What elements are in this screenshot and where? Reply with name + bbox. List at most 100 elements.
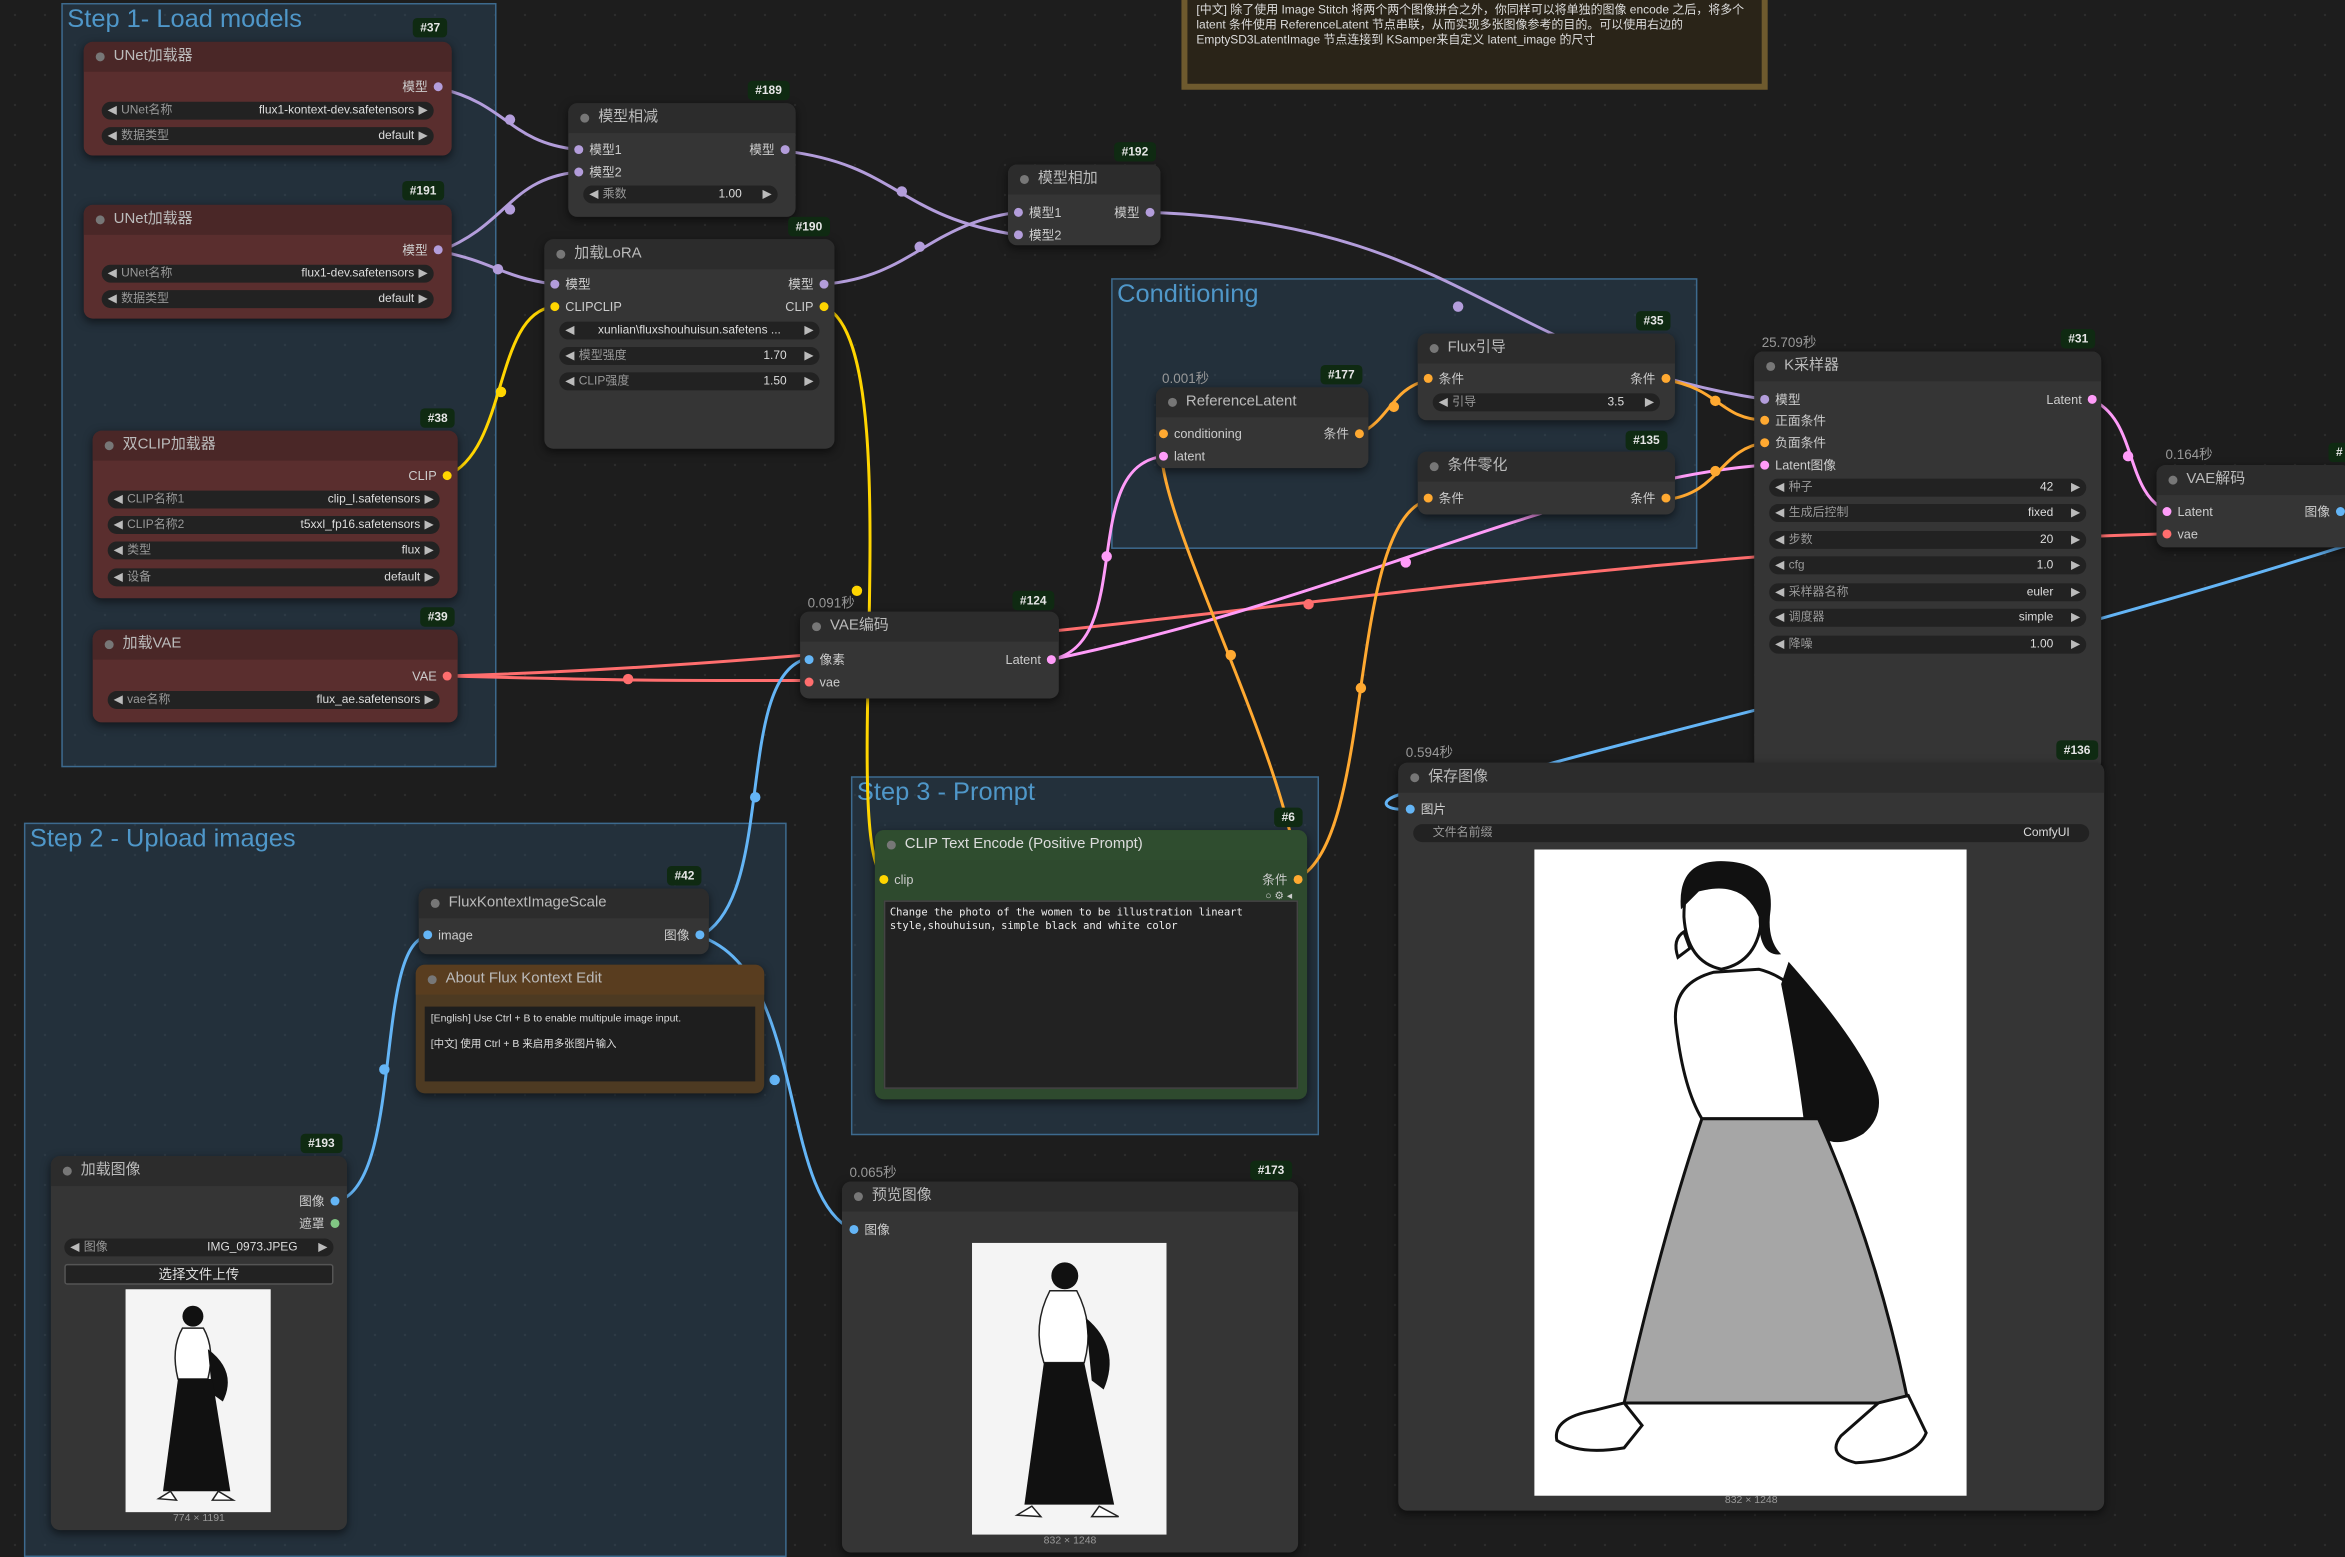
note-multi-reference[interactable]: [中文] 除了使用 Image Stitch 将两个两个图像拼合之外，你同样可以… [1181, 0, 1768, 90]
timer-preview-image: 0.065秒 [849, 1165, 897, 1181]
node-conditioning-zero-out[interactable]: 条件零化 条件 条件 [1417, 451, 1675, 515]
output-clip[interactable]: CLIP [785, 299, 829, 315]
input-latent[interactable]: latent [1159, 449, 1205, 465]
output-model[interactable]: 模型 [402, 242, 443, 258]
input-model1[interactable]: 模型1 [1013, 205, 1061, 221]
input-clip[interactable]: CLIPCLIP [550, 299, 622, 315]
note-about-flux-kontext-edit-body: [English] Use Ctrl + B to enable multipu… [424, 1006, 756, 1082]
note-about-flux-kontext-edit[interactable]: About Flux Kontext Edit [English] Use Ct… [415, 964, 765, 1094]
node-flux-kontext-image-scale[interactable]: FluxKontextImageScale image 图像 [418, 888, 709, 955]
output-vae[interactable]: VAE [412, 669, 452, 685]
input-image[interactable]: image [423, 927, 473, 943]
output-model[interactable]: 模型 [402, 79, 443, 95]
input-pixels[interactable]: 像素 [804, 652, 845, 668]
prompt-textarea[interactable]: Change the photo of the women to be illu… [883, 900, 1299, 1089]
output-image[interactable]: 图像 [299, 1194, 340, 1210]
output-conditioning[interactable]: 条件 [1630, 491, 1671, 507]
badge-node-42: #42 [666, 866, 702, 886]
input-images[interactable]: 图片 [1405, 802, 1446, 818]
node-preview-image[interactable]: 预览图像 图像 832 × 1248 [841, 1181, 1299, 1553]
input-vae[interactable]: vae [2162, 526, 2198, 542]
output-mask[interactable]: 遮罩 [299, 1216, 340, 1232]
input-model1[interactable]: 模型1 [574, 142, 622, 158]
output-image[interactable]: 图像 [2305, 504, 2345, 520]
output-conditioning[interactable]: 条件 [1262, 872, 1303, 888]
link-vae-vaeencode [447, 674, 810, 683]
input-conditioning[interactable]: conditioning [1159, 426, 1242, 442]
badge-node-124: #124 [1012, 590, 1055, 611]
prompt-toolbar-icons[interactable]: ○ ⚙ ◂ [1265, 891, 1293, 902]
input-latent-image[interactable]: Latent图像 [1760, 458, 1836, 474]
input-conditioning[interactable]: 条件 [1423, 491, 1464, 507]
output-clip[interactable]: CLIP [408, 468, 452, 484]
node-flux-kontext-image-scale-title: FluxKontextImageScale [418, 888, 709, 919]
output-model[interactable]: 模型 [788, 277, 829, 293]
input-conditioning[interactable]: 条件 [1423, 371, 1464, 387]
output-image[interactable]: 图像 [664, 927, 705, 943]
node-conditioning-zero-out-title: 条件零化 [1417, 451, 1675, 482]
node-vae-decode-title: VAE解码 [2156, 465, 2345, 496]
input-images[interactable]: 图像 [849, 1222, 890, 1238]
output-latent[interactable]: Latent [2046, 392, 2097, 408]
output-latent[interactable]: Latent [1006, 652, 1056, 668]
node-load-image-title: 加载图像 [50, 1156, 347, 1187]
input-negative[interactable]: 负面条件 [1760, 435, 1826, 451]
input-model2[interactable]: 模型2 [1013, 227, 1061, 243]
output-conditioning[interactable]: 条件 [1323, 426, 1364, 442]
input-positive[interactable]: 正面条件 [1760, 413, 1826, 429]
node-model-add[interactable]: 模型相加 模型1 模型2 模型 [1007, 164, 1161, 246]
input-clip[interactable]: clip [879, 872, 913, 888]
node-vae-decode[interactable]: VAE解码 Latent vae 图像 [2156, 465, 2345, 548]
input-latent[interactable]: Latent [2162, 504, 2213, 520]
input-vae[interactable]: vae [804, 675, 840, 691]
node-flux-guidance-title: Flux引导 [1417, 333, 1675, 364]
input-model[interactable]: 模型 [550, 277, 591, 293]
output-conditioning[interactable]: 条件 [1630, 371, 1671, 387]
node-clip-text-encode-positive[interactable]: CLIP Text Encode (Positive Prompt) clip … [874, 830, 1308, 1100]
node-reference-latent[interactable]: ReferenceLatent conditioning latent 条件 [1156, 387, 1369, 469]
group-step2-title: Step 2 - Upload images [29, 824, 296, 853]
node-model-add-title: 模型相加 [1007, 164, 1161, 195]
output-model[interactable]: 模型 [749, 142, 790, 158]
badge-node-135: #135 [1625, 430, 1668, 451]
input-model[interactable]: 模型 [1760, 392, 1801, 408]
output-model[interactable]: 模型 [1114, 205, 1155, 221]
upload-file-button[interactable]: 选择文件上传 [64, 1263, 334, 1285]
node-vae-encode[interactable]: VAE编码 像素 vae Latent [800, 611, 1059, 699]
node-load-lora[interactable]: 加载LoRA 模型 CLIPCLIP 模型 CLIP ◀xunlian\flux… [544, 239, 835, 449]
widget-lora-name[interactable]: ◀xunlian\fluxshouhuisun.safetens ...▶ [559, 321, 820, 340]
input-model2[interactable]: 模型2 [574, 165, 622, 181]
